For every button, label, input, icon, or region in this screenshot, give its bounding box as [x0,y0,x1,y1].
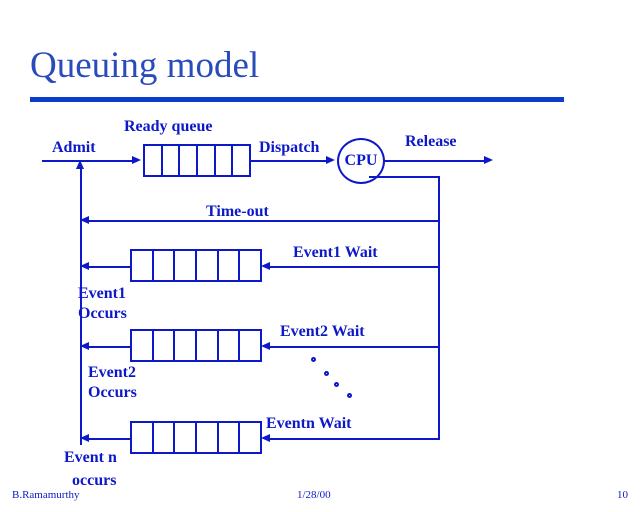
dispatch-label: Dispatch [259,139,320,156]
queue-cell [198,146,216,175]
ellipsis-dot [311,357,316,362]
footer-date: 1/28/00 [297,489,331,501]
queue-cell [154,423,176,452]
eventn-wait-arrowhead [261,434,270,442]
eventn-wait-line [269,438,440,440]
event1-wait-line [269,266,440,268]
ellipsis-dot [324,371,329,376]
queue-cell [132,251,154,280]
admit-arrowhead [132,156,141,164]
eventn-occurs-arrowhead [80,434,89,442]
queue-cell [145,146,163,175]
event2-queue-box [130,329,262,362]
title-divider [30,97,564,102]
left-vertical-bus [80,168,82,445]
event1-occurs-line [88,266,132,268]
release-label: Release [405,133,457,150]
queue-cell [132,423,154,452]
eventn-occurs-line [88,438,132,440]
event1-occurs-label-line1: Event1 [78,285,126,302]
right-vertical-bus [438,176,440,438]
queue-cell [175,251,198,280]
queue-cell [197,423,219,452]
event2-occurs-arrowhead [80,342,89,350]
footer-page-number: 10 [617,489,628,501]
queue-cell [154,251,176,280]
event2-wait-arrowhead [261,342,270,350]
eventn-occurs-label-line2: occurs [72,472,117,489]
event2-occurs-label-line2: Occurs [88,384,137,401]
left-bus-arrowhead [76,160,84,169]
slide-footer: B.Ramamurthy 1/28/00 10 [0,489,640,507]
cpu-label: CPU [344,152,378,169]
event2-wait-label: Event2 Wait [280,323,365,340]
queue-cell [197,331,219,360]
eventn-wait-label: Eventn Wait [266,415,352,432]
queue-cell [154,331,176,360]
dispatch-line [251,160,329,162]
cpu-to-bus-line [369,176,440,178]
event1-queue-box [130,249,262,282]
queue-cell [175,331,198,360]
queue-cell [175,423,198,452]
release-arrowhead [484,156,493,164]
queue-cell [219,423,241,452]
event2-occurs-label-line1: Event2 [88,364,136,381]
ready-queue-label: Ready queue [124,118,213,135]
queue-cell [233,146,249,175]
eventn-queue-box [130,421,262,454]
admit-label: Admit [52,139,96,156]
page-title: Queuing model [30,45,260,86]
footer-author: B.Ramamurthy [12,489,80,501]
event2-wait-line [269,346,440,348]
time-out-arrowhead [80,216,89,224]
queue-cell [180,146,199,175]
ellipsis-dot [347,393,352,398]
event2-occurs-line [88,346,132,348]
event1-occurs-label-line2: Occurs [78,305,127,322]
event1-occurs-arrowhead [80,262,89,270]
dispatch-arrowhead [326,156,335,164]
admit-line [42,160,137,162]
time-out-label: Time-out [206,203,269,220]
queue-cell [216,146,234,175]
ready-queue-box [143,144,251,177]
release-line [384,160,486,162]
eventn-occurs-label-line1: Event n [64,449,117,466]
cpu-node: CPU [337,138,385,184]
queue-cell [163,146,181,175]
queue-cell [219,331,241,360]
queue-cell [240,251,260,280]
queue-cell [240,331,260,360]
queue-cell [219,251,241,280]
queue-cell [132,331,154,360]
event1-wait-label: Event1 Wait [293,244,378,261]
ellipsis-dot [334,382,339,387]
event1-wait-arrowhead [261,262,270,270]
queue-cell [197,251,219,280]
time-out-line [88,220,440,222]
queue-cell [240,423,260,452]
